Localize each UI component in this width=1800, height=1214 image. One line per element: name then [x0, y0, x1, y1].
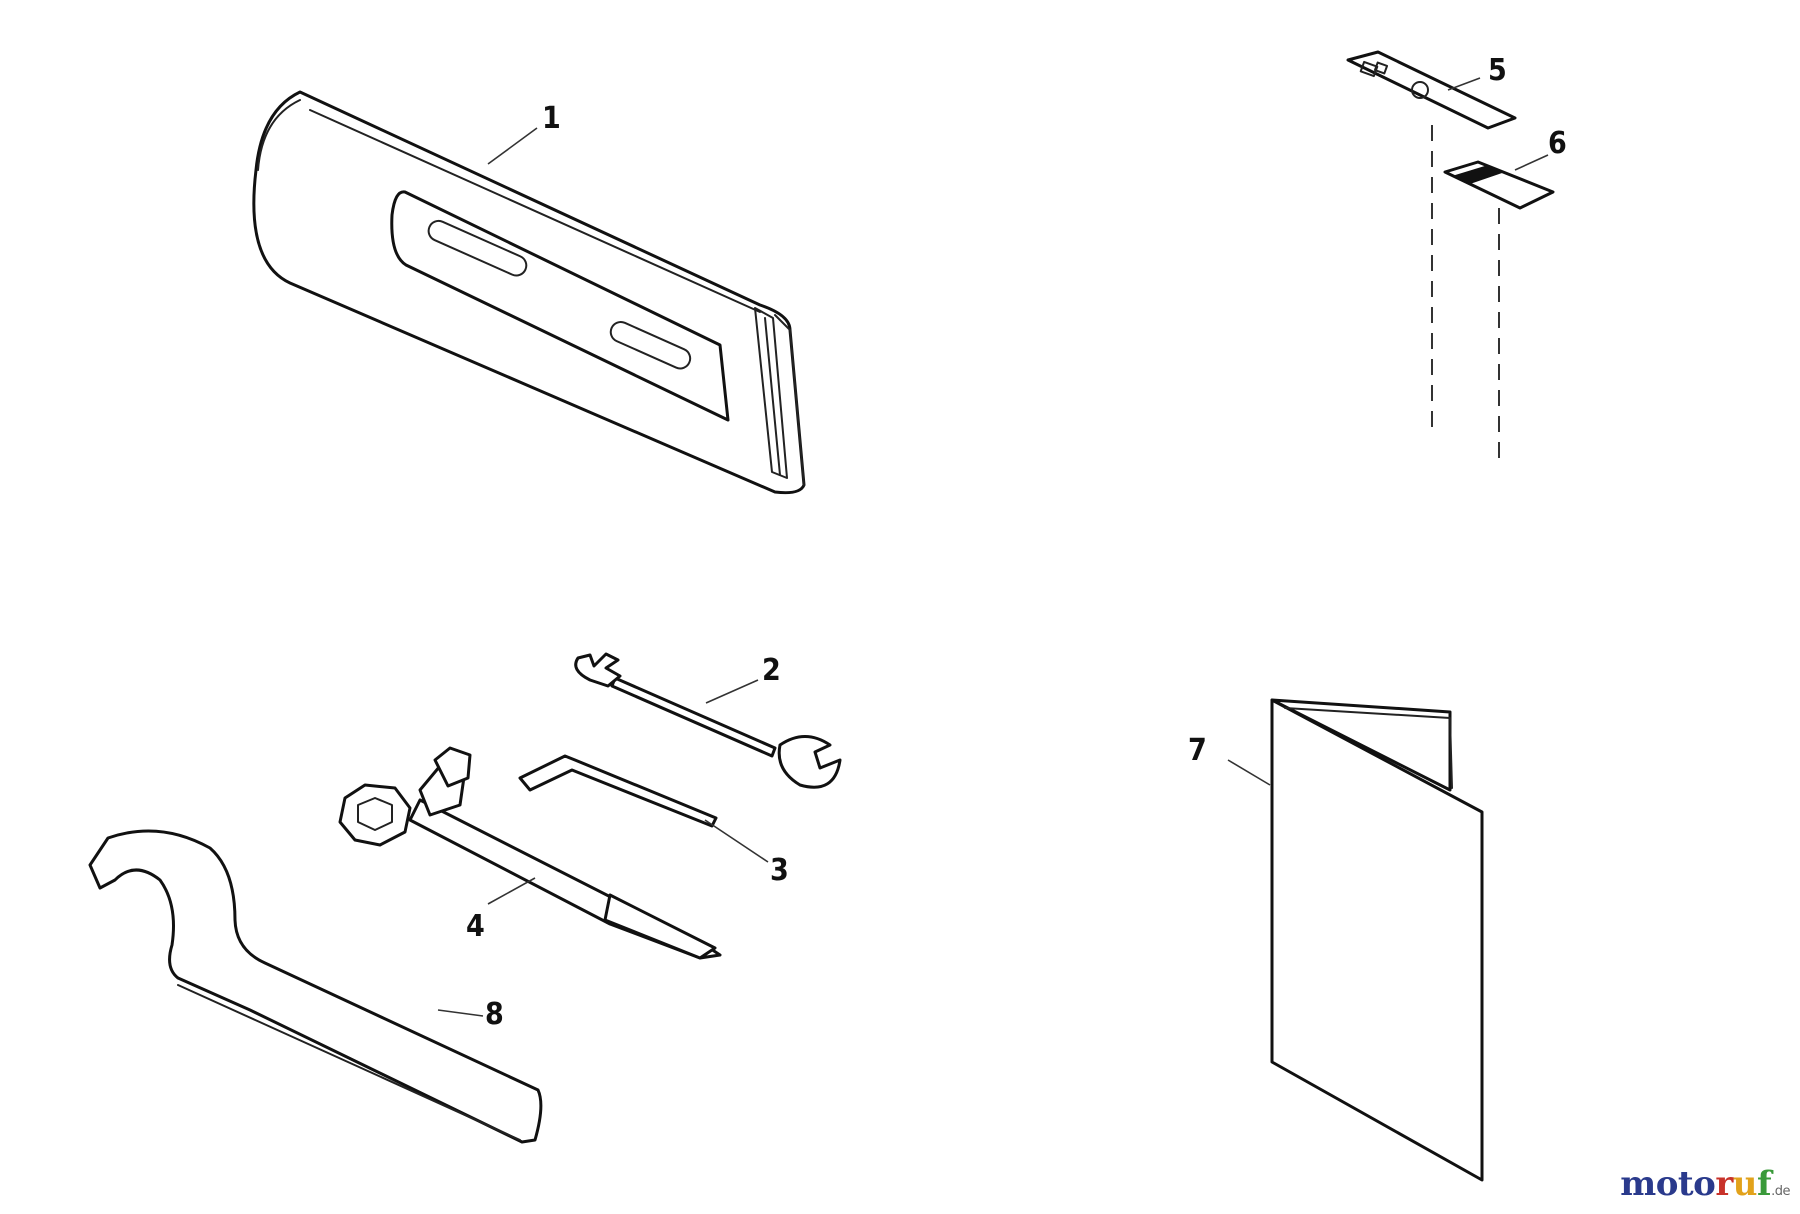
logo-letter: t — [1677, 1164, 1694, 1204]
logo-tld: .de — [1771, 1184, 1790, 1199]
hook-spanner — [88, 829, 543, 1144]
callout-2: 2 — [762, 653, 781, 688]
decal-6 — [1443, 160, 1555, 460]
callout-7: 7 — [1188, 733, 1207, 768]
logo-letter: u — [1732, 1164, 1758, 1204]
logo-letter: o — [1655, 1164, 1679, 1204]
logo-letter: m — [1620, 1164, 1656, 1204]
logo-letter: f — [1756, 1164, 1772, 1204]
callout-labels: 1 5 6 2 3 4 8 7 — [466, 53, 1567, 1032]
guide-bar-cover — [252, 90, 806, 495]
callout-6: 6 — [1548, 126, 1567, 161]
leader-lines — [437, 77, 1549, 1017]
logo-letter: r — [1715, 1164, 1733, 1204]
callout-5: 5 — [1488, 53, 1507, 88]
watermark-logo: motoruf.de — [1620, 1164, 1790, 1204]
callout-1: 1 — [542, 101, 561, 136]
callout-4: 4 — [466, 909, 485, 944]
instruction-manual — [1270, 698, 1484, 1182]
callout-3: 3 — [770, 853, 789, 888]
logo-letter: o — [1693, 1164, 1716, 1204]
decal-5 — [1346, 50, 1517, 430]
callout-8: 8 — [485, 997, 504, 1032]
combination-spanner — [338, 746, 722, 960]
hex-key — [518, 754, 718, 828]
open-end-wrench — [574, 652, 842, 789]
